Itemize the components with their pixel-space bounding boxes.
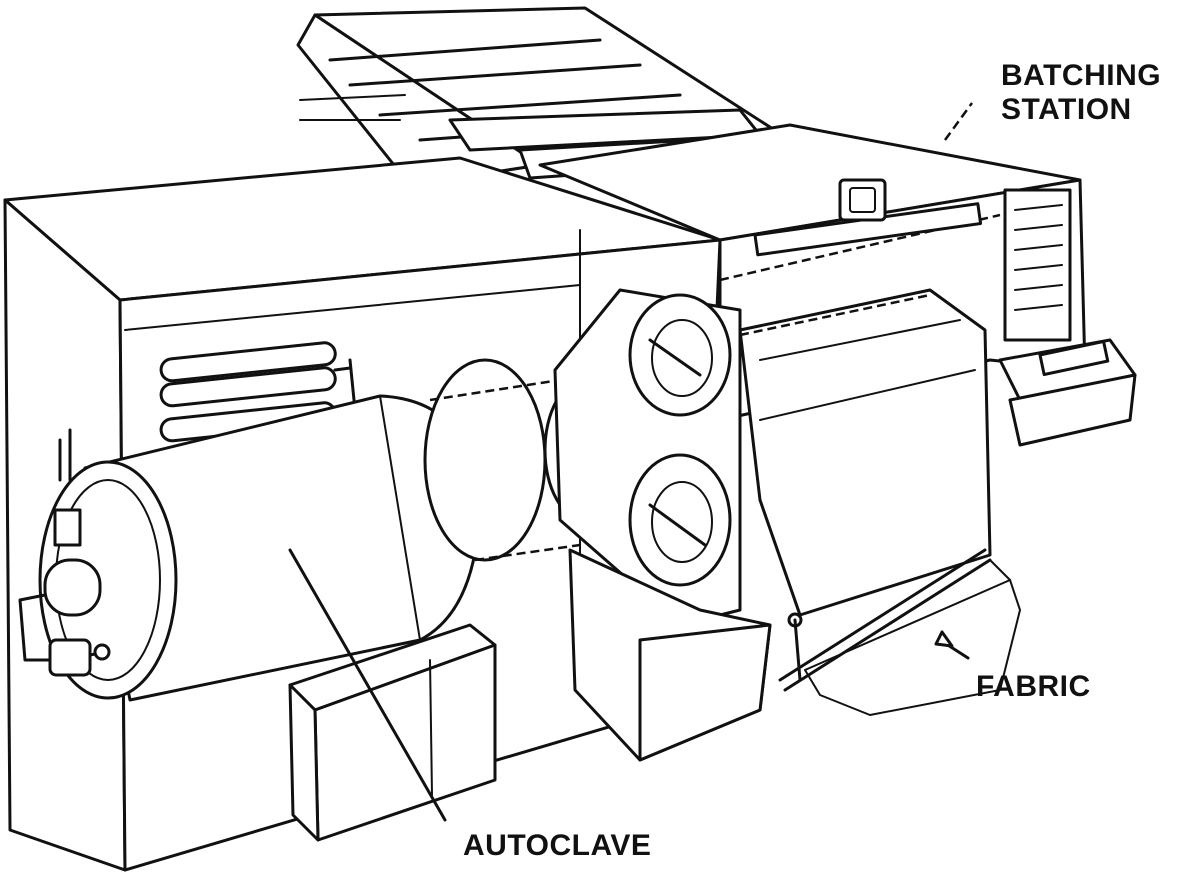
batching-station-label-line2: STATION [1001,93,1132,126]
autoclave-label: AUTOCLAVE [463,829,652,862]
fabric-label: FABRIC [976,670,1091,703]
roller-frame [553,288,742,627]
batching-station-label: BATCHING STATION [1001,59,1161,127]
fabric-roll-section [738,288,1021,716]
autoclave-cylinder [18,394,482,702]
batching-station-label-line1: BATCHING [1001,59,1162,92]
lower-pedestal [568,548,772,762]
base-control-box [288,623,497,842]
leader-lines [288,102,974,822]
control-panel [1003,188,1072,342]
